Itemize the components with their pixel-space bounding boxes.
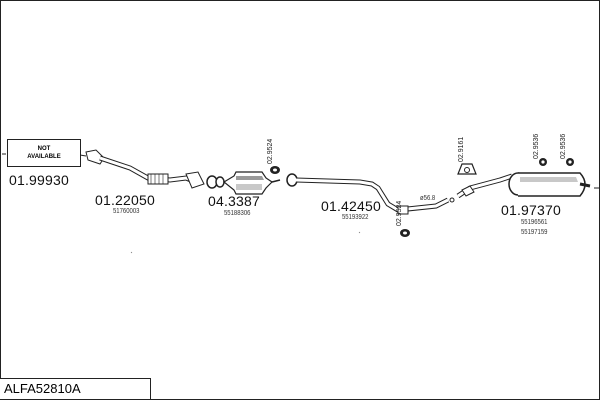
small-code-label: 02.9536 [560, 133, 567, 159]
clamp-part[interactable] [206, 175, 225, 189]
rubber-mount-part[interactable] [457, 163, 477, 175]
rear-muffler-part[interactable] [449, 172, 599, 203]
part-number-label[interactable]: 01.97370 [501, 202, 561, 218]
title-box: ALFA52810A [0, 378, 151, 400]
small-code-label: 02.9524 [396, 200, 403, 226]
center-pipe-part[interactable] [286, 173, 450, 215]
oem-number-label: 55188306 [224, 210, 251, 217]
gasket-part[interactable] [400, 229, 410, 237]
catalytic-converter-part[interactable] [222, 171, 281, 195]
diagram-title: ALFA52810A [4, 381, 81, 396]
not-available-line1: NOT [37, 146, 51, 152]
small-code-label: 02.9161 [458, 136, 465, 162]
hanger-part[interactable] [566, 158, 574, 166]
connector-line [79, 154, 87, 157]
front-pipe-part[interactable] [85, 149, 205, 189]
small-code-label: 02.9536 [533, 133, 540, 159]
small-code-label: 02.9524 [267, 138, 274, 164]
part-number-label[interactable]: 01.42450 [321, 198, 381, 214]
part-number-label[interactable]: 01.99930 [9, 172, 69, 188]
part-number-label[interactable]: 01.22050 [95, 192, 155, 208]
oem-number-label: 51760003 [113, 208, 140, 215]
hanger-part[interactable] [539, 158, 547, 166]
oem-number-label: 55193922 [342, 214, 369, 221]
dimension-label: ø56.8 [420, 195, 436, 202]
oem-number-label: 55196561 [521, 219, 548, 226]
gasket-part[interactable] [270, 166, 280, 174]
not-available-line2: AVAILABLE [27, 154, 61, 160]
not-available-box: NOT AVAILABLE [7, 139, 81, 167]
part-number-label[interactable]: 04.3387 [208, 193, 261, 209]
oem-number-label: 55197159 [521, 229, 548, 236]
